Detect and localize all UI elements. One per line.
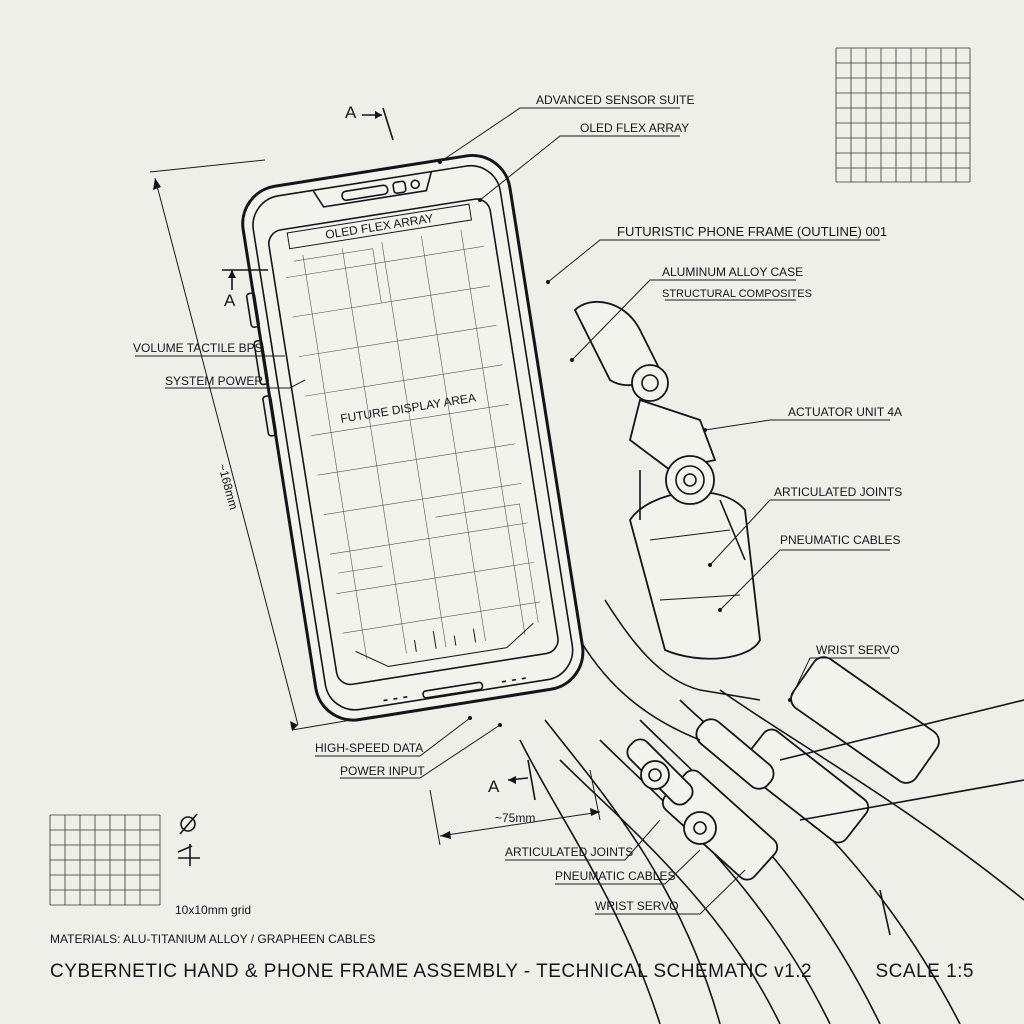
display-grid — [286, 229, 541, 660]
power-button — [262, 395, 278, 437]
callout-oled-flex: OLED FLEX ARRAY — [580, 121, 689, 135]
callout-composites: STRUCTURAL COMPOSITES — [662, 288, 812, 300]
materials-note: MATERIALS: ALU-TITANIUM ALLOY / GRAPHEEN… — [50, 932, 375, 946]
callout-power: SYSTEM POWER — [165, 374, 263, 388]
callout-joints: ARTICULATED JOINTS — [774, 485, 902, 499]
reference-grid-top-right — [835, 47, 971, 183]
volume-button-upper — [245, 292, 260, 329]
oled-header-box — [286, 203, 473, 250]
schematic-title: CYBERNETIC HAND & PHONE FRAME ASSEMBLY -… — [50, 961, 812, 982]
callout-servo-bottom: WRIST SERVO — [595, 899, 679, 913]
callout-servo: WRIST SERVO — [816, 643, 900, 657]
callout-actuator: ACTUATOR UNIT 4A — [788, 405, 902, 419]
forearm-housing-upper — [790, 656, 940, 784]
phone-inner-bezel — [252, 164, 574, 711]
callout-volume: VOLUME TACTILE BPS — [133, 341, 263, 355]
svg-text:A: A — [488, 777, 500, 796]
callout-cables: PNEUMATIC CABLES — [780, 533, 900, 547]
phone-screen — [268, 198, 559, 686]
diameter-symbol-icon — [179, 813, 198, 835]
callout-power-input: POWER INPUT — [340, 764, 425, 778]
section-marker-top: A — [345, 103, 394, 141]
width-dimension-label: ~75mm — [495, 811, 535, 825]
phone-frame: OLED FLEX ARRAY FUTURE DISPLAY AREA — [241, 153, 585, 722]
callout-joints-bottom: ARTICULATED JOINTS — [505, 845, 633, 859]
callout-cables-bottom: PNEUMATIC CABLES — [555, 869, 675, 883]
callouts-right: ADVANCED SENSOR SUITE OLED FLEX ARRAY FU… — [536, 93, 902, 657]
sensor-notch — [312, 171, 433, 208]
callout-data: HIGH-SPEED DATA — [315, 741, 423, 755]
reference-grid-bottom-left — [49, 814, 161, 906]
flatness-symbol-icon — [177, 844, 200, 866]
section-marker-left: A — [222, 269, 268, 310]
callout-phone-frame: FUTURISTIC PHONE FRAME (OUTLINE) 001 — [617, 224, 887, 239]
right-finger-segment-1 — [573, 301, 662, 387]
scale-label: SCALE 1:5 — [876, 961, 975, 982]
callout-sensor-suite: ADVANCED SENSOR SUITE — [536, 93, 694, 107]
svg-text:A: A — [224, 291, 236, 310]
grid-note: 10x10mm grid — [175, 903, 251, 917]
width-dimension: ~75mm — [429, 769, 601, 846]
volume-button-lower — [253, 339, 269, 386]
leader-dots — [438, 160, 792, 727]
section-marker-bottom: A — [488, 759, 536, 801]
svg-text:A: A — [345, 103, 357, 122]
callouts-bottom: HIGH-SPEED DATA POWER INPUT ARTICULATED … — [315, 741, 679, 913]
sensor-speaker-grille — [341, 184, 389, 202]
callout-alloy-case: ALUMINUM ALLOY CASE — [662, 265, 803, 279]
callouts-left: VOLUME TACTILE BPS SYSTEM POWER — [133, 341, 263, 388]
palm-actuator-housing — [629, 491, 761, 660]
leader-lines — [135, 107, 890, 915]
bottom-port — [422, 681, 484, 699]
height-dimension-label: ~168mm — [215, 462, 241, 511]
